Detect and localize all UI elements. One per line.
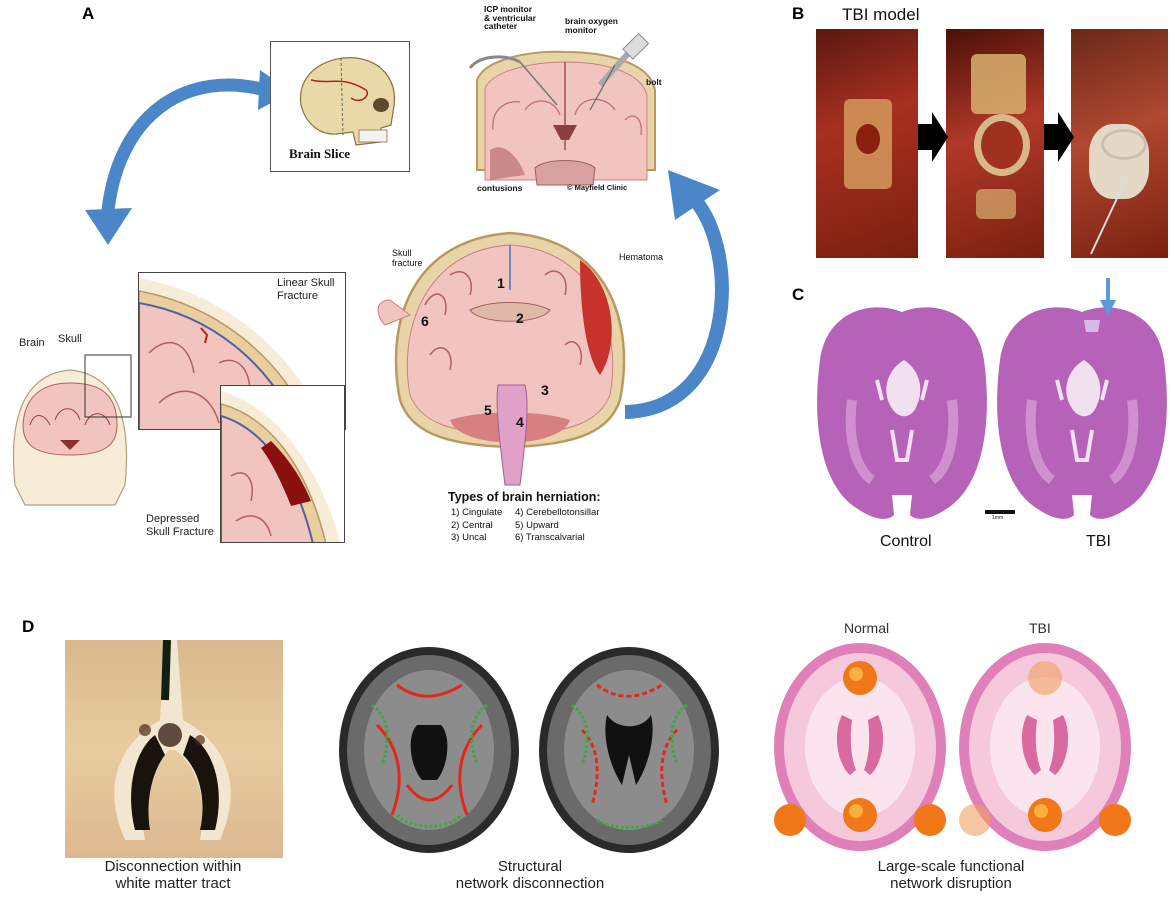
herniation-title: Types of brain herniation: [448, 490, 601, 504]
caption-3-line-1: Large-scale functional [877, 858, 1025, 875]
curved-arrow-right [624, 170, 729, 419]
skull-fracture-line-1: Skull [392, 248, 412, 258]
skull-label: Skull [58, 333, 82, 345]
herniation-list-col-2: 4) Cerebellotonsillar 5) Upward 6) Trans… [515, 507, 599, 545]
white-matter-photo [65, 640, 283, 858]
scale-label: 1mm [992, 515, 1004, 521]
depressed-fracture-illustration [221, 391, 341, 542]
icp-label-line-1: ICP monitor [484, 4, 533, 14]
oxygen-monitor-label: brain oxygen monitor [565, 17, 618, 34]
control-label: Control [880, 533, 932, 550]
arrow-right-icon [918, 112, 948, 162]
dti-brain-right [539, 647, 719, 853]
caption-3-line-2: network disruption [890, 875, 1012, 892]
depressed-fracture-inset [220, 385, 345, 543]
icp-label-line-3: catheter [484, 21, 518, 31]
caption-2-line-1: Structural [497, 858, 563, 875]
icp-label-line-2: & ventricular [484, 12, 536, 23]
linear-fracture-line-2: Fracture [277, 290, 318, 302]
contusions-label: contusions [477, 183, 523, 193]
herniation-type-2: 2) Central [451, 519, 493, 531]
icp-monitor-label: ICP monitor & ventricular catheter [484, 5, 536, 31]
herniation-brain-illustration [377, 231, 626, 486]
scale-bar [985, 510, 1015, 514]
caption-1-line-1: Disconnection within [104, 858, 242, 875]
herniation-type-4: 4) Cerebellotonsillar [515, 507, 600, 518]
caption-2-line-2: network disconnection [455, 875, 605, 892]
curved-arrow-left [85, 70, 292, 245]
control-brain-section [817, 307, 987, 519]
herniation-number-5: 5 [484, 402, 492, 418]
herniation-number-3: 3 [541, 382, 549, 398]
caption-structural: Structural network disconnection [430, 858, 630, 892]
normal-label: Normal [844, 620, 890, 636]
herniation-number-2: 2 [516, 310, 524, 326]
skull-fracture-label: Skull fracture [392, 248, 423, 268]
caption-white-matter: Disconnection within white matter tract [83, 858, 263, 892]
panel-letter-a: A [82, 4, 95, 23]
depressed-fracture-line-1: Depressed [146, 513, 200, 525]
herniation-type-6: 6) Transcalvarial [515, 532, 585, 543]
tbi-photo-2 [946, 29, 1044, 258]
tbi-photo-1 [816, 29, 918, 258]
brain-slice-label: Brain Slice [289, 146, 351, 161]
functional-network-tbi [959, 643, 1131, 851]
oxygen-label-line-2: monitor [565, 24, 597, 35]
panel-letter-c: C [792, 285, 805, 304]
herniation-type-1: 1) Cingulate [451, 507, 503, 518]
icp-monitor-brain-illustration [468, 32, 656, 186]
injury-site-arrow-icon [1100, 278, 1116, 316]
functional-network-normal [774, 643, 946, 851]
white-matter-tract-drawing [114, 640, 231, 840]
herniation-type-3: 3) Uncal [451, 532, 487, 543]
tbi-photo-3 [1071, 29, 1168, 258]
linear-fracture-label: Linear Skull Fracture [277, 277, 334, 303]
panel-letter-d: D [22, 617, 35, 636]
herniation-list-col-1: 1) Cingulate 2) Central 3) Uncal [451, 507, 502, 545]
mayfield-credit: © Mayfield Clinic [567, 183, 628, 192]
panel-letter-b: B [792, 4, 805, 23]
depressed-fracture-label: Depressed Skull Fracture [146, 513, 214, 539]
tbi-section-label: TBI [1086, 533, 1111, 550]
caption-functional: Large-scale functional network disruptio… [836, 858, 1066, 892]
herniation-number-6: 6 [421, 313, 429, 329]
arrow-right-icon [1044, 112, 1074, 162]
bolt-label: bolt [646, 77, 662, 87]
herniation-number-4: 4 [516, 414, 524, 430]
dti-brain-left [339, 647, 519, 853]
needle-icon [1090, 178, 1127, 255]
linear-fracture-line-1: Linear Skull [277, 277, 335, 289]
skull-icon [300, 57, 395, 146]
head-coronal-illustration [12, 354, 132, 506]
herniation-type-5: 5) Upward [515, 519, 559, 531]
hematoma-label: Hematoma [619, 252, 664, 262]
depressed-fracture-line-2: Skull Fracture [146, 526, 214, 538]
skull-fracture-line-2: fracture [392, 258, 423, 268]
brain-slice-box: Brain Slice [270, 41, 410, 172]
tbi-network-label: TBI [1029, 620, 1051, 636]
brain-label: Brain [19, 337, 45, 349]
oxygen-label-line-1: brain oxygen [565, 16, 618, 26]
caption-1-line-2: white matter tract [115, 875, 231, 892]
herniation-number-1: 1 [497, 275, 505, 291]
tbi-model-title: TBI model [842, 5, 920, 24]
tbi-brain-section [997, 307, 1167, 519]
